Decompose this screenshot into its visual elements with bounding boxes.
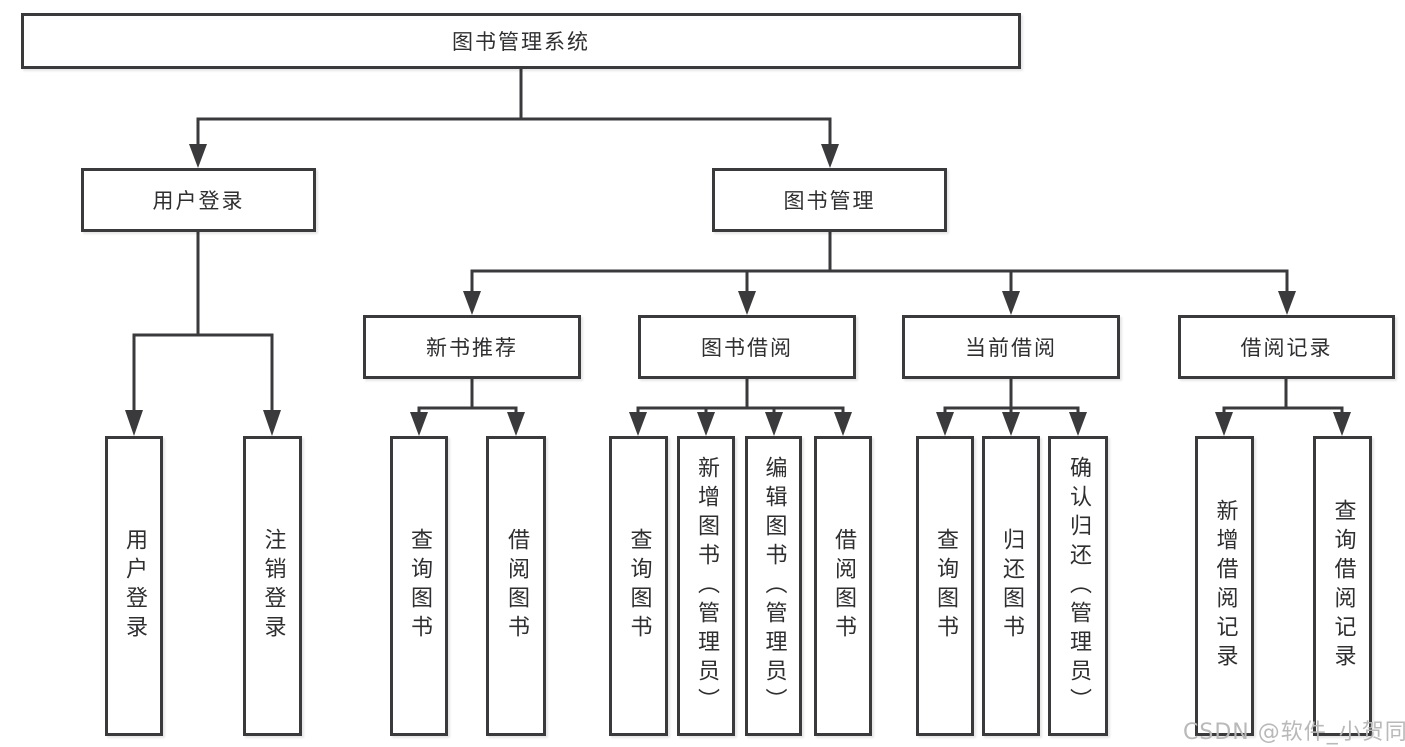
- leaf-add-borrow-record: 新增借阅记录: [1195, 436, 1254, 736]
- leaf-recommend-borrow-books: 借阅图书: [486, 436, 546, 736]
- node-book-borrow: 图书借阅: [638, 315, 856, 379]
- leaf-current-query-books: 查询图书: [916, 436, 974, 736]
- node-borrow-records: 借阅记录: [1178, 315, 1395, 379]
- arrowheads: [125, 144, 1351, 436]
- node-current-borrow: 当前借阅: [902, 315, 1120, 379]
- leaf-user-login: 用户登录: [105, 436, 163, 736]
- leaf-edit-books-admin: 编辑图书（管理员）: [745, 436, 802, 736]
- leaf-confirm-return-admin: 确认归还（管理员）: [1048, 436, 1108, 736]
- leaf-return-books: 归还图书: [982, 436, 1040, 736]
- watermark: CSDN @软件_小贺同学: [1183, 720, 1405, 745]
- node-root: 图书管理系统: [21, 13, 1021, 69]
- leaf-recommend-query-books: 查询图书: [390, 436, 448, 736]
- leaf-borrow-books: 借阅图书: [814, 436, 872, 736]
- leaf-borrow-query-books: 查询图书: [609, 436, 668, 736]
- leaf-logout: 注销登录: [243, 436, 302, 736]
- leaf-add-books-admin: 新增图书（管理员）: [677, 436, 735, 736]
- node-book-management: 图书管理: [712, 168, 947, 232]
- leaf-query-borrow-record: 查询借阅记录: [1313, 436, 1372, 736]
- node-new-book-recommend: 新书推荐: [363, 315, 581, 379]
- node-user-login: 用户登录: [81, 168, 316, 232]
